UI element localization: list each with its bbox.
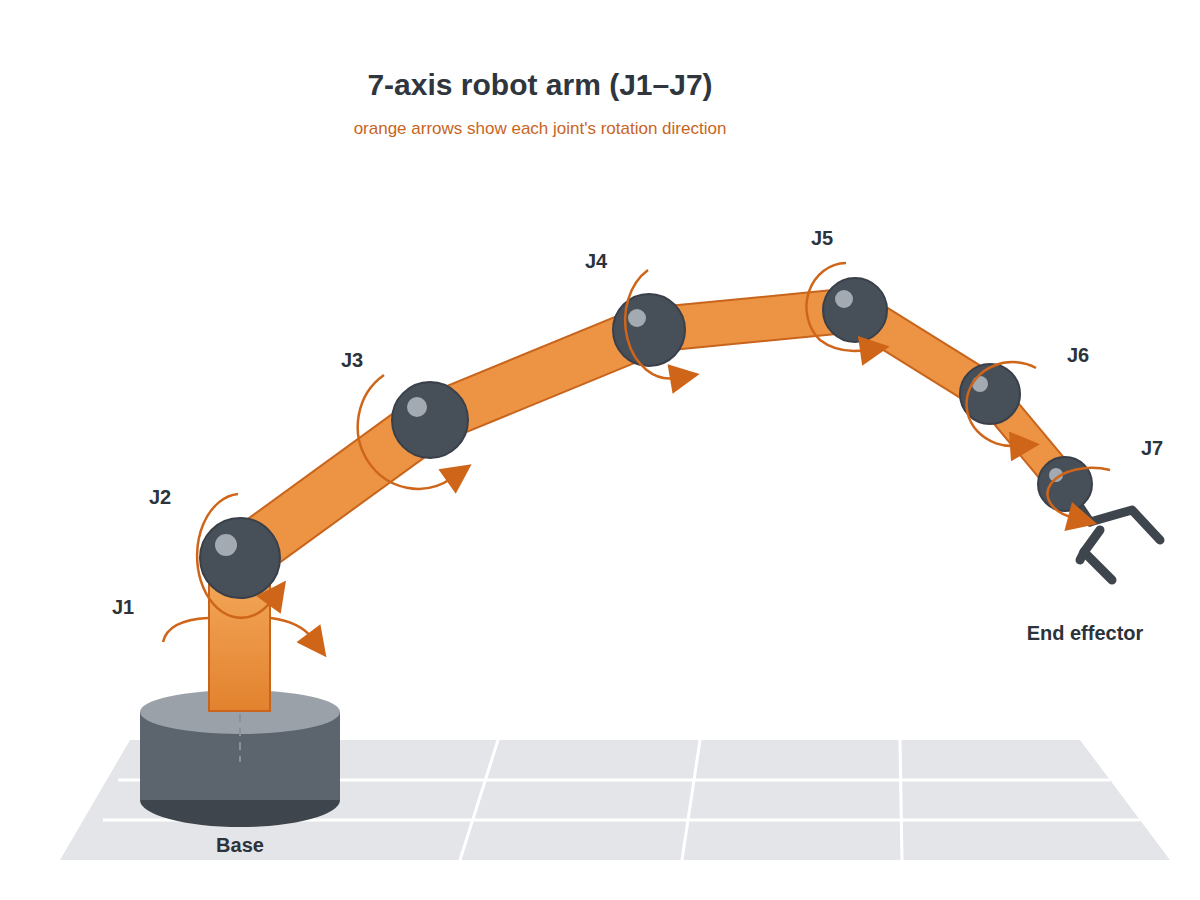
grid-line <box>900 740 902 860</box>
diagram-title: 7-axis robot arm (J1–J7) <box>367 68 712 102</box>
joint-label: J7 <box>1141 437 1163 460</box>
base-column <box>209 585 270 711</box>
joint-highlight <box>835 290 853 308</box>
rotation-arrow-j1 <box>163 618 208 642</box>
joint-highlight <box>972 376 988 392</box>
joint-label: J6 <box>1067 344 1089 367</box>
gripper-finger <box>1080 552 1084 560</box>
diagram-caption: orange arrows show each joint's rotation… <box>354 119 727 139</box>
part-label: Base <box>216 834 264 857</box>
rotation-arrow-j4 <box>625 270 676 378</box>
rotation-arrow-j7 <box>1048 468 1110 518</box>
grid-line <box>460 740 498 860</box>
joint-label: J1 <box>112 596 134 619</box>
joint-highlight <box>407 397 427 417</box>
rotation-arrow-j3 <box>358 375 452 489</box>
part-label: End effector <box>1027 622 1144 645</box>
joint-highlight <box>215 534 237 556</box>
joint-j4 <box>613 294 685 366</box>
rotation-arrow-j5 <box>806 263 866 351</box>
rotation-arrow-j6 <box>967 362 1036 446</box>
rotation-arrows <box>163 263 1110 642</box>
joint-highlight <box>628 309 646 327</box>
grid-line <box>682 740 700 860</box>
joint-j3 <box>392 382 468 458</box>
joint-j2 <box>200 518 280 598</box>
joint-label: J4 <box>585 250 607 273</box>
joint-label: J2 <box>149 486 171 509</box>
joint-j5 <box>823 278 887 342</box>
gripper-finger <box>1084 530 1112 580</box>
rotation-arrow-j2 <box>197 494 272 618</box>
joint-label: J5 <box>811 227 833 250</box>
rotation-arrow-j1 <box>271 618 312 638</box>
joints <box>200 278 1092 598</box>
joint-j7 <box>1038 457 1092 511</box>
joint-label: J3 <box>341 349 363 372</box>
